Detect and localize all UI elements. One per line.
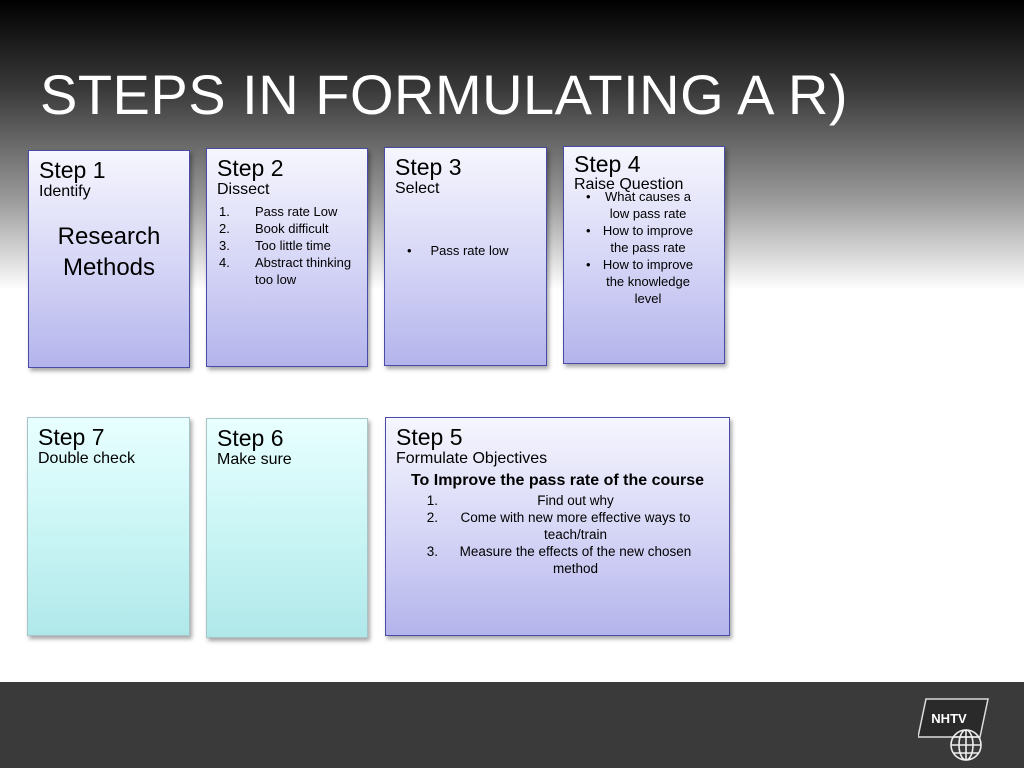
list-item: How to improve the knowledge level bbox=[574, 256, 714, 307]
list-item: How to improve the pass rate bbox=[574, 222, 714, 256]
list-number: 3. bbox=[219, 238, 230, 253]
list-item: 1. Pass rate Low bbox=[217, 203, 357, 220]
footer-bar bbox=[0, 682, 1024, 768]
step-3-box: Step 3 Select Pass rate low bbox=[384, 147, 547, 366]
list-text: Too little time bbox=[255, 238, 331, 253]
list-item: 3. Measure the effects of the new chosen … bbox=[396, 543, 719, 577]
step-2-subtitle: Dissect bbox=[217, 181, 270, 198]
list-number: 1. bbox=[426, 493, 438, 508]
list-item: 2. Come with new more effective ways to t… bbox=[396, 509, 719, 543]
step-6-box: Step 6 Make sure bbox=[206, 418, 368, 638]
list-text: Book difficult bbox=[255, 221, 329, 236]
list-text: Find out why bbox=[537, 493, 614, 508]
step-7-box: Step 7 Double check bbox=[27, 417, 190, 636]
list-text: Pass rate Low bbox=[255, 204, 338, 219]
step-5-subtitle: Formulate Objectives bbox=[396, 450, 548, 467]
step-5-box: Step 5 Formulate Objectives To Improve t… bbox=[385, 417, 730, 636]
slide-title: STEPS IN FORMULATING A R) bbox=[40, 63, 849, 126]
step-2-box: Step 2 Dissect 1. Pass rate Low 2. Book di… bbox=[206, 148, 368, 367]
list-number: 2. bbox=[426, 510, 438, 525]
globe-icon bbox=[950, 729, 982, 761]
step-4-list: What causes a low pass rate How to impro… bbox=[574, 188, 714, 307]
step-1-box: Step 1 Identify Research Methods bbox=[28, 150, 190, 368]
step-1-number: Step 1 bbox=[39, 157, 106, 183]
list-number: 3. bbox=[426, 544, 438, 559]
list-text: Abstract thinking too low bbox=[255, 255, 352, 287]
list-number: 2. bbox=[219, 221, 230, 236]
step-1-body: Research Methods bbox=[57, 223, 161, 281]
step-3-subtitle: Select bbox=[395, 180, 440, 197]
step-7-number: Step 7 bbox=[38, 424, 105, 450]
list-item: 4. Abstract thinking too low bbox=[217, 254, 357, 288]
step-6-number: Step 6 bbox=[217, 425, 284, 451]
list-item: What causes a low pass rate bbox=[574, 188, 714, 222]
step-6-subtitle: Make sure bbox=[217, 451, 292, 468]
list-number: 4. bbox=[219, 255, 230, 270]
step-5-number: Step 5 bbox=[396, 424, 463, 450]
list-text: Come with new more effective ways to tea… bbox=[460, 510, 691, 542]
step-2-list: 1. Pass rate Low 2. Book difficult 3. Too l… bbox=[217, 203, 357, 288]
list-item: 2. Book difficult bbox=[217, 220, 357, 237]
list-item: 3. Too little time bbox=[217, 237, 357, 254]
step-3-list: Pass rate low bbox=[395, 242, 536, 259]
logo-text: NHTV bbox=[931, 711, 967, 726]
step-7-subtitle: Double check bbox=[38, 450, 135, 467]
nhtv-logo: NHTV bbox=[918, 698, 989, 761]
list-item: Pass rate low bbox=[395, 242, 536, 259]
step-4-box: Step 4 Raise Question What causes a low … bbox=[563, 146, 725, 364]
step-5-list: 1. Find out why 2. Come with new more effe… bbox=[396, 492, 719, 577]
step-3-number: Step 3 bbox=[395, 154, 462, 180]
step-5-heading: To Improve the pass rate of the course bbox=[410, 472, 705, 489]
step-4-number: Step 4 bbox=[574, 151, 641, 177]
list-item: 1. Find out why bbox=[396, 492, 719, 509]
list-text: Measure the effects of the new chosen me… bbox=[459, 544, 692, 576]
step-2-number: Step 2 bbox=[217, 155, 284, 181]
list-number: 1. bbox=[219, 204, 230, 219]
step-1-subtitle: Identify bbox=[39, 183, 91, 200]
